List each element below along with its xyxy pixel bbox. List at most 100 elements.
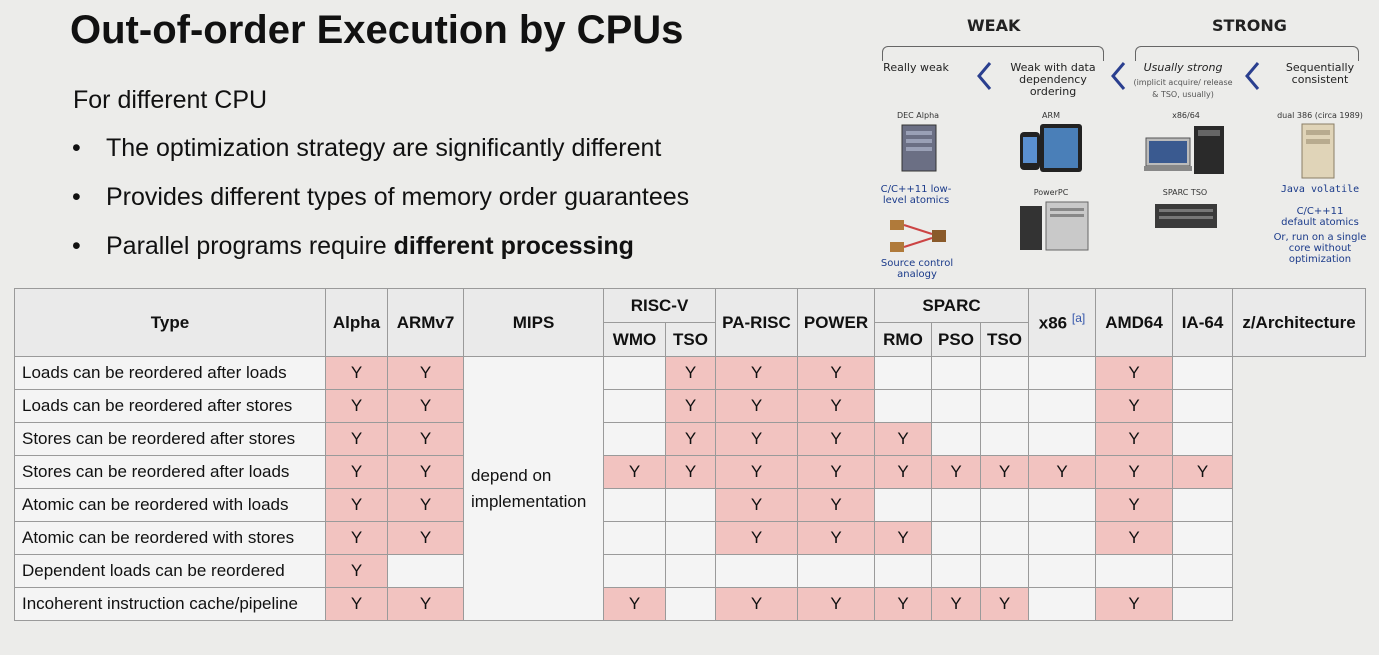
table-cell <box>603 422 666 456</box>
chevron-left-icon <box>1245 62 1260 90</box>
x86-footnote-link[interactable]: [a] <box>1071 311 1086 326</box>
table-cell: Y <box>1095 389 1173 423</box>
table-cell <box>665 521 716 555</box>
header-sparc-tso: TSO <box>980 322 1029 357</box>
table-cell <box>931 554 981 588</box>
table-cell: Y <box>325 422 388 456</box>
table-cell <box>603 554 666 588</box>
table-cell: Y <box>1095 587 1173 621</box>
usually-strong-note: (implicit acquire/ release & TSO, usuall… <box>1133 78 1233 99</box>
table-cell <box>931 422 981 456</box>
level-weak-dependency: Weak with data dependency ordering <box>1010 61 1096 98</box>
strong-label: STRONG <box>1212 16 1287 35</box>
header-zarch: z/Architecture <box>1232 288 1366 357</box>
table-cell <box>1028 422 1096 456</box>
table-cell: Y <box>1028 455 1096 489</box>
table-cell: Y <box>325 356 388 390</box>
level-really-weak: Really weak <box>883 61 949 74</box>
note-source-control: Source control analogy <box>880 258 954 280</box>
table-cell: Y <box>715 488 798 522</box>
table-cell: Y <box>1095 488 1173 522</box>
table-cell <box>1095 554 1173 588</box>
row-label: Stores can be reordered after stores <box>14 422 326 456</box>
table-cell: Y <box>1095 422 1173 456</box>
table-cell: Y <box>1095 521 1173 555</box>
table-cell: Y <box>797 389 875 423</box>
device-label-x86: x86/64 <box>1172 111 1200 120</box>
table-cell <box>665 554 716 588</box>
table-cell <box>1172 587 1233 621</box>
table-cell <box>1028 587 1096 621</box>
table-cell <box>1172 554 1233 588</box>
note-cpp-default: C/C++11 default atomics <box>1281 206 1359 228</box>
table-cell: Y <box>931 455 981 489</box>
note-cpp-low-level: C/C++11 low-level atomics <box>880 184 952 206</box>
header-type: Type <box>14 288 326 357</box>
strong-brace <box>1135 46 1359 61</box>
table-cell: Y <box>387 521 464 555</box>
table-cell: Y <box>325 521 388 555</box>
bullet-text: Parallel programs require <box>106 232 394 260</box>
table-cell: Y <box>715 356 798 390</box>
header-power: POWER <box>797 288 875 357</box>
table-cell <box>931 389 981 423</box>
table-cell <box>1172 488 1233 522</box>
chevron-left-icon <box>977 62 992 90</box>
table-cell <box>874 488 932 522</box>
header-parisc: PA-RISC <box>715 288 798 357</box>
table-cell: Y <box>797 455 875 489</box>
table-cell: Y <box>325 389 388 423</box>
memory-model-figure: WEAK STRONG Really weak Weak with data d… <box>870 8 1370 283</box>
table-cell: Y <box>665 455 716 489</box>
table-cell <box>1028 554 1096 588</box>
note-single-core: Or, run on a single core without optimiz… <box>1273 232 1367 265</box>
table-cell: Y <box>715 455 798 489</box>
table-cell: Y <box>325 587 388 621</box>
bullet-item: •The optimization strategy are significa… <box>70 134 689 183</box>
table-cell: Y <box>797 422 875 456</box>
row-label: Loads can be reordered after loads <box>14 356 326 390</box>
table-cell <box>874 554 932 588</box>
header-sparc: SPARC <box>874 288 1029 323</box>
table-cell: Y <box>715 389 798 423</box>
table-cell: Y <box>715 521 798 555</box>
table-cell <box>1172 521 1233 555</box>
bullet-bold-text: different processing <box>393 232 634 260</box>
table-cell <box>715 554 798 588</box>
slide-subtitle: For different CPU <box>73 86 268 114</box>
weak-brace <box>882 46 1104 61</box>
bullet-dot-icon: • <box>72 134 81 162</box>
bullet-dot-icon: • <box>72 183 81 211</box>
table-cell <box>980 554 1029 588</box>
slide-title: Out-of-order Execution by CPUs <box>70 8 684 52</box>
table-cell <box>1172 422 1233 456</box>
note-java-volatile: Java volatile <box>1280 184 1360 195</box>
table-cell <box>980 488 1029 522</box>
bullet-text: Provides different types of memory order… <box>106 183 690 211</box>
header-sparc-pso: PSO <box>931 322 981 357</box>
table-cell: Y <box>797 521 875 555</box>
table-cell <box>1028 488 1096 522</box>
table-cell <box>980 389 1029 423</box>
bullet-item: •Parallel programs require different pro… <box>70 232 689 281</box>
source-control-analogy-icon <box>890 220 946 252</box>
header-alpha: Alpha <box>325 288 388 357</box>
header-riscv-tso: TSO <box>665 322 716 357</box>
table-cell: Y <box>603 455 666 489</box>
table-cell <box>603 356 666 390</box>
header-x86: x86 [a] <box>1028 288 1096 357</box>
table-cell: Y <box>980 455 1029 489</box>
table-cell: Y <box>603 587 666 621</box>
table-cell: Y <box>665 389 716 423</box>
table-cell: Y <box>387 488 464 522</box>
table-cell <box>665 587 716 621</box>
arm-devices-icon <box>1020 124 1082 172</box>
table-cell: Y <box>931 587 981 621</box>
header-x86-label: x86 <box>1038 313 1068 333</box>
dec-alpha-server-icon <box>901 124 937 172</box>
table-cell <box>603 389 666 423</box>
